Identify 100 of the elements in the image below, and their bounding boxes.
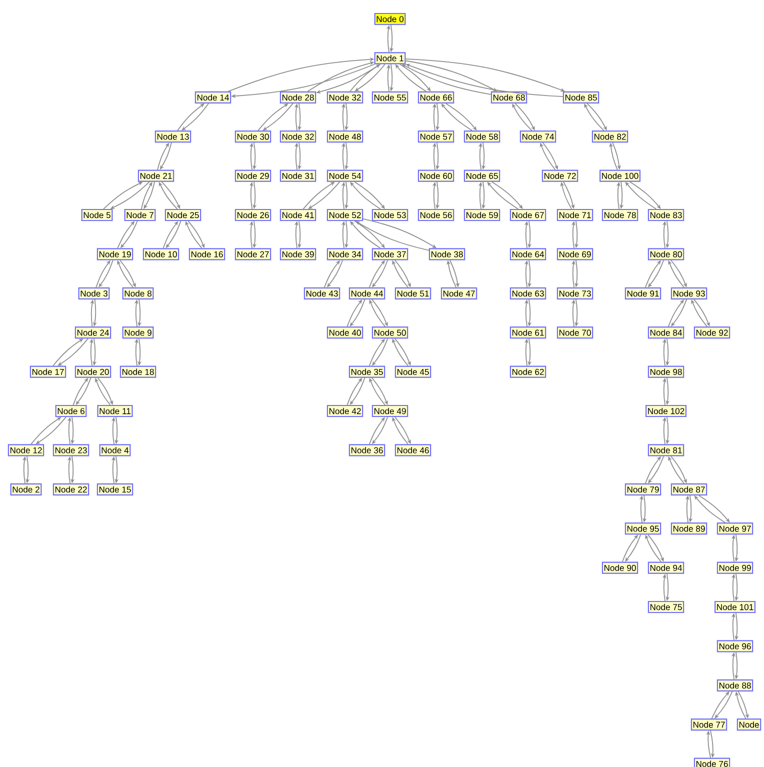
node-box: Node 1: [374, 52, 406, 64]
node-box: Node 32: [280, 130, 316, 143]
node-box: Node 67: [510, 208, 546, 222]
node-box: Node 20: [74, 366, 112, 378]
node-box: Node 94: [648, 562, 684, 574]
node-box: Node 46: [394, 444, 432, 456]
node-box: Node 34: [326, 248, 364, 260]
node-box: Node 19: [96, 248, 134, 260]
node-box: Node 10: [142, 248, 180, 260]
node-box: Node 40: [326, 326, 364, 339]
node-box: Node 36: [348, 444, 386, 456]
node-box: Node 70: [556, 326, 594, 339]
arrow: [76, 377, 92, 405]
node-box: Node 9: [122, 326, 154, 339]
node-box: Node 39: [280, 248, 316, 260]
node-box: Node 98: [648, 366, 684, 378]
node-box: Node 63: [510, 287, 546, 300]
node-box: Node 12: [8, 444, 44, 456]
node-box: Node 50: [372, 326, 408, 339]
node-box: Node 6: [55, 404, 87, 418]
node-box: Node 4: [99, 444, 131, 456]
node-box: Node 68: [490, 91, 528, 104]
node-box: Node 77: [690, 718, 728, 731]
node-box: Node 43: [304, 287, 340, 300]
node-box: Node 25: [164, 208, 202, 222]
node-box: Node 49: [372, 404, 408, 418]
node-box: Node 101: [714, 600, 756, 614]
node-box: Node 27: [234, 248, 272, 260]
node-box: Node 47: [440, 287, 478, 300]
node-box: Node 11: [97, 404, 133, 418]
node-box: Node 66: [418, 91, 454, 104]
node-box: Node 54: [326, 170, 364, 182]
node-box: Node 62: [510, 366, 546, 378]
node-box: Node 14: [194, 91, 232, 104]
node-box: Node 24: [74, 326, 112, 339]
node-box: Node 0: [374, 12, 406, 26]
node-box: Node 37: [372, 248, 408, 260]
arrow: [350, 377, 366, 405]
node-box: Node 85: [562, 91, 600, 104]
node-box: Node 57: [418, 130, 454, 143]
node-box: Node 32: [326, 91, 364, 104]
node-box: Node 2: [10, 483, 42, 496]
node-box: Node 80: [648, 248, 684, 260]
node-box: Node 55: [372, 91, 408, 104]
node-box: Node 45: [394, 366, 432, 378]
node-box: Node 84: [648, 326, 684, 339]
node-box: Node 26: [234, 208, 272, 222]
node-box: Node 48: [326, 130, 364, 143]
arrow: [491, 181, 523, 209]
node-box: Node 56: [418, 208, 454, 222]
node-box: Node 91: [624, 287, 662, 300]
node-box: Node 3: [78, 287, 110, 300]
node-box: Node 22: [52, 483, 90, 496]
node-box: Node 71: [556, 208, 594, 222]
node-box: Node 90: [602, 562, 638, 574]
node-box: Node 79: [624, 483, 662, 496]
node-box: Node 81: [648, 444, 684, 456]
node-box: Node 21: [138, 170, 174, 182]
arrow: [629, 181, 661, 209]
node-box: Node 88: [716, 679, 754, 692]
node-box: Node 72: [542, 170, 578, 182]
arrow: [350, 221, 381, 249]
node-box: Node 42: [326, 404, 364, 418]
node-box: Node 60: [418, 170, 454, 182]
node-box: Node 69: [556, 248, 594, 260]
node-box: Node 13: [154, 130, 192, 143]
node-box: Node 87: [670, 483, 708, 496]
node-box: Node 58: [464, 130, 500, 143]
node-box: Node 8: [122, 287, 154, 300]
node-box: Node 16: [188, 248, 226, 260]
node-box: Node 76: [694, 758, 730, 767]
node-box: Node 64: [510, 248, 546, 260]
node-box: Node 73: [556, 287, 594, 300]
node-box: Node 99: [716, 562, 754, 574]
node-box: Node 7: [124, 208, 156, 222]
node-box: Node 82: [592, 130, 628, 143]
node-box: Node 53: [372, 208, 408, 222]
node-box: Node 75: [648, 600, 684, 614]
node-box: Node 28: [280, 91, 316, 104]
node-box: Node 5: [81, 208, 113, 222]
node-box: Node 17: [30, 366, 66, 378]
node-box: Node 30: [234, 130, 272, 143]
node-box: Node 100: [600, 170, 640, 182]
arrow: [144, 181, 156, 209]
node-box: Node 51: [394, 287, 432, 300]
node-box: Node 41: [280, 208, 316, 222]
node-box: Node 44: [348, 287, 386, 300]
node-box: Node 102: [646, 404, 686, 418]
node-box: Node 23: [52, 444, 90, 456]
node-box: Node 59: [464, 208, 500, 222]
node-box: Node 38: [428, 248, 466, 260]
node-box: Node 96: [716, 640, 754, 652]
node-box: Node 35: [348, 366, 386, 378]
node-box: Node 93: [670, 287, 708, 300]
node-box: Node 83: [648, 208, 684, 222]
node-box: Node 65: [464, 170, 500, 182]
node-box: Node: [736, 718, 762, 731]
arrow: [162, 221, 178, 249]
node-box: Node 78: [602, 208, 638, 222]
node-box: Node 97: [716, 522, 754, 535]
